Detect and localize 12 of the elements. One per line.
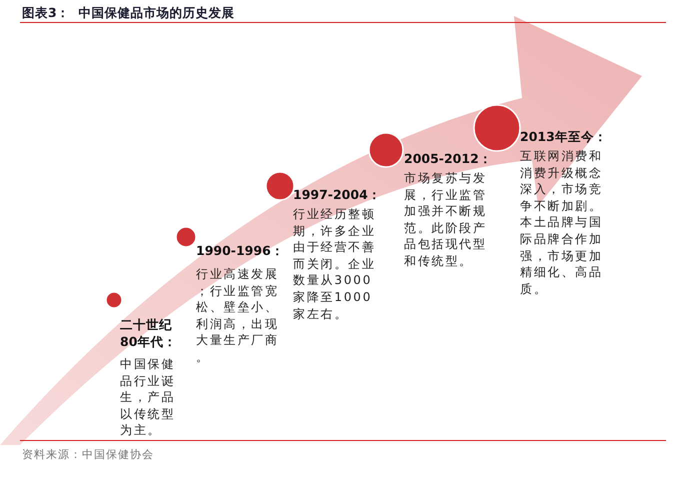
period-description: 互联网消费和消费升级概念深入，市场竞争不断加剧。本土品牌与国际品牌合作加强，市场更加精细化、高品质。 (520, 148, 604, 298)
period-heading: 2005-2012： (404, 150, 493, 167)
period-description: 行业经历整顿期，许多企业由于经营不善而关闭。企业数量从3000家降至1000家左右。 (293, 206, 377, 322)
period-heading: 二十世纪80年代： (120, 316, 178, 350)
period-description: 市场复苏与发展，行业监管加强并不断规范。此阶段产品包括现代型和传统型。 (404, 170, 488, 270)
period-heading: 1997-2004： (293, 186, 382, 203)
source-note: 资料来源：中国保健协会 (22, 447, 154, 462)
period-description: 中国保健品行业诞生，产品以传统型为主。 (120, 356, 176, 439)
period-heading: 1990-1996： (196, 242, 285, 259)
period-description: 行业高速发展；行业监管宽松、壁垒小、利润高，出现大量生产厂商。 (196, 266, 280, 366)
chart-title: 图表3： 中国保健品市场的历史发展 (22, 5, 234, 22)
period-heading: 2013年至今： (520, 128, 608, 145)
